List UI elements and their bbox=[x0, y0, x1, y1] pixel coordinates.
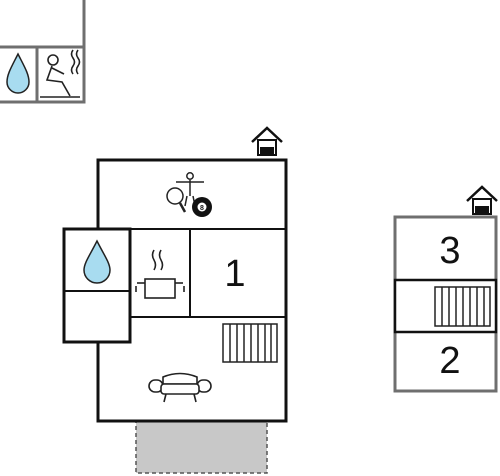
bedroom-2-number: 2 bbox=[439, 340, 460, 382]
billiard-ball-label: 8 bbox=[200, 205, 204, 212]
main-building: 8 1 bbox=[62, 126, 288, 474]
sofa-icon bbox=[148, 372, 212, 403]
sauna-icon bbox=[40, 49, 81, 98]
billiard-ball-icon: 8 bbox=[192, 197, 212, 217]
cooking-pot-icon bbox=[135, 249, 185, 299]
table-tennis-icon bbox=[166, 187, 187, 213]
house-icon bbox=[251, 126, 283, 156]
water-drop-icon bbox=[6, 52, 30, 94]
radiator-icon bbox=[434, 286, 491, 327]
terrace-area bbox=[135, 420, 268, 474]
bedroom-3-number: 3 bbox=[439, 230, 460, 272]
bedroom-1-number: 1 bbox=[224, 253, 245, 295]
second-building: 3 2 bbox=[393, 185, 498, 393]
house-icon bbox=[466, 185, 498, 215]
radiator-icon bbox=[222, 323, 278, 363]
water-drop-icon bbox=[83, 239, 111, 284]
annex-building bbox=[0, 0, 86, 104]
annex-upper-room bbox=[0, 0, 86, 50]
